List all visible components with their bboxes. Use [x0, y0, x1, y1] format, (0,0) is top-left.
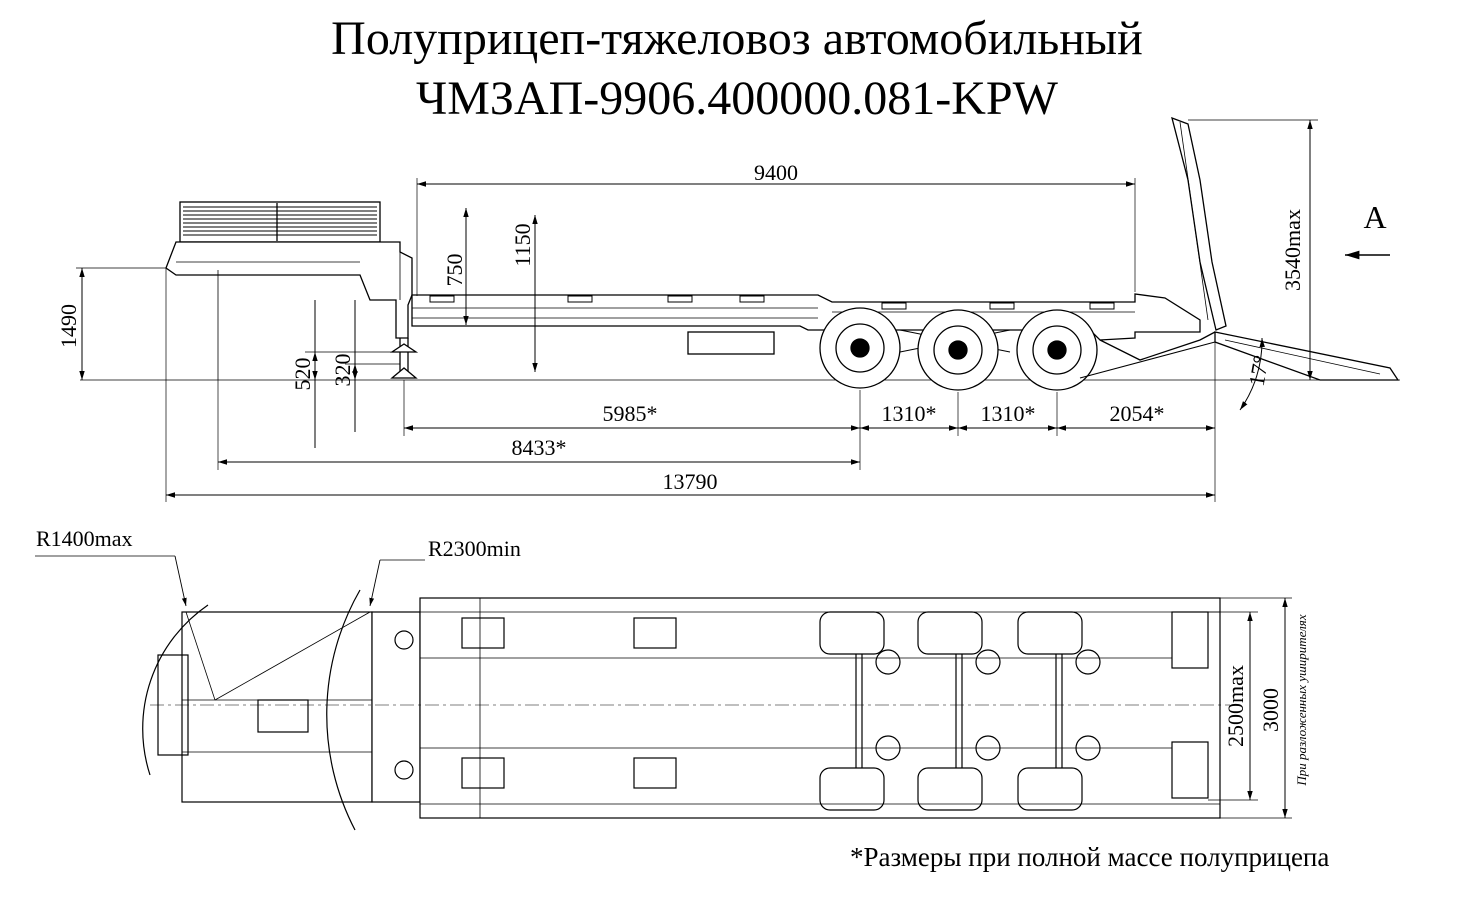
ramp-raised [1171, 116, 1227, 331]
support-legs [389, 338, 419, 379]
drawing-title-line2: ЧМЗАП-9906.400000.081-KPW [416, 72, 1058, 125]
side-view [76, 116, 1400, 502]
dim-1490: 1490 [56, 304, 81, 348]
dim-1150: 1150 [510, 223, 535, 266]
dim-8433: 8433* [512, 435, 567, 460]
turn-radius-min-arc [326, 589, 361, 831]
rear-frame [1099, 331, 1216, 361]
dim-17-degrees: 17° [1244, 353, 1274, 388]
gooseneck [165, 241, 413, 339]
plan-view [35, 555, 1292, 831]
dim-9400: 9400 [754, 160, 798, 185]
wheel-1 [819, 307, 901, 389]
dim-5985: 5985* [603, 401, 658, 426]
dim-3000: 3000 [1258, 688, 1283, 732]
extended-width-note: При разложенных уширителях [1294, 614, 1309, 786]
dim-520: 520 [290, 358, 315, 391]
dim-3540max: 3540max [1280, 209, 1305, 291]
fuel-tank [687, 331, 775, 355]
wheel-2 [917, 309, 999, 391]
dimension-lines [76, 119, 1390, 502]
dim-1310-a: 1310* [882, 401, 937, 426]
rear-ramp-left [1171, 611, 1209, 669]
turn-radius-front-arc [142, 604, 209, 776]
radius-r2300min: R2300min [428, 536, 521, 561]
rear-ramp-right [1171, 741, 1209, 799]
dim-320: 320 [330, 354, 355, 387]
view-a-label: A [1363, 199, 1386, 235]
dim-750: 750 [442, 254, 467, 287]
drawing-title-line1: Полуприцеп-тяжеловоз автомобильный [331, 12, 1143, 65]
front-box [179, 201, 381, 243]
ramp-lowered [1214, 331, 1400, 381]
dim-2500max: 2500max [1223, 665, 1248, 747]
wheel-3 [1016, 309, 1098, 391]
dim-2054: 2054* [1110, 401, 1165, 426]
footnote: *Размеры при полной массе полуприцепа [850, 842, 1330, 872]
main-deck [411, 293, 1201, 341]
radius-r1400max: R1400max [36, 526, 133, 551]
dim-1310-b: 1310* [981, 401, 1036, 426]
dim-13790: 13790 [663, 469, 718, 494]
front-platform [181, 611, 373, 803]
plan-axles [819, 611, 1101, 811]
